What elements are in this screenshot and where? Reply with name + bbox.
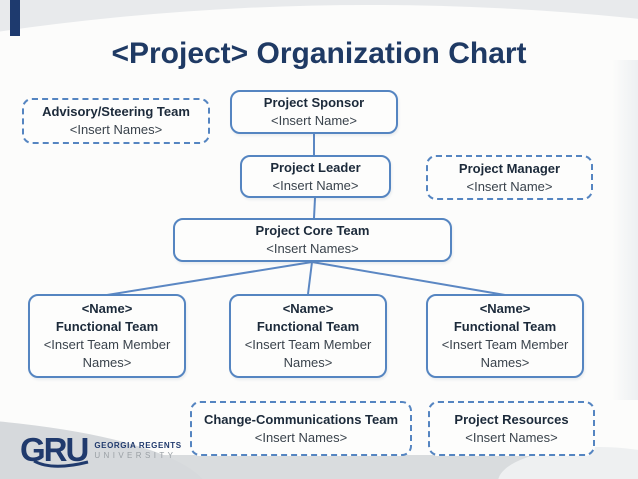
- org-box-project-core-team: Project Core Team <Insert Names>: [173, 218, 452, 262]
- background-right-tint: [612, 60, 638, 400]
- box-subtitle: <Insert Name>: [272, 177, 359, 193]
- org-box-project-manager: Project Manager <Insert Name>: [426, 155, 593, 200]
- box-subtitle: <Insert Names>: [465, 429, 558, 445]
- box-title: <Name>: [282, 301, 334, 316]
- org-box-project-leader: Project Leader <Insert Name>: [240, 155, 391, 198]
- box-title-2: Functional Team: [256, 319, 360, 334]
- box-title-2: Functional Team: [55, 319, 159, 334]
- org-box-advisory-steering-team: Advisory/Steering Team <Insert Names>: [22, 98, 210, 144]
- logo-acronym: GRU: [20, 431, 89, 468]
- org-box-functional-team-right: <Name> Functional Team <Insert Team Memb…: [426, 294, 584, 378]
- box-subtitle: <Insert Team Member Names>: [441, 337, 569, 370]
- box-title: Project Leader: [270, 159, 361, 175]
- box-subtitle: <Insert Name>: [466, 178, 553, 194]
- box-title: Project Sponsor: [263, 95, 365, 110]
- box-subtitle: <Insert Team Member Names>: [43, 337, 171, 370]
- box-title: Project Manager: [458, 160, 561, 176]
- box-title: <Name>: [81, 301, 133, 316]
- page-title: <Project> Organization Chart: [111, 37, 527, 70]
- logo-institution-type: UNIVERSITY: [94, 451, 177, 460]
- org-box-project-resources: Project Resources <Insert Names>: [428, 401, 595, 456]
- box-subtitle: <Insert Team Member Names>: [244, 337, 372, 370]
- university-logo: GRU GEORGIA REGENTS UNIVERSITY: [20, 431, 182, 468]
- org-box-functional-team-left: <Name> Functional Team <Insert Team Memb…: [28, 294, 186, 378]
- slide-accent-bar: [10, 0, 20, 36]
- box-title: Advisory/Steering Team: [42, 104, 190, 119]
- logo-swoosh-icon: [33, 459, 89, 468]
- logo-institution-name: GEORGIA REGENTS: [94, 441, 182, 450]
- logo-wordmark: GEORGIA REGENTS UNIVERSITY: [94, 438, 181, 461]
- org-box-functional-team-center: <Name> Functional Team <Insert Team Memb…: [229, 294, 387, 378]
- box-title: Change-Communications Team: [203, 411, 399, 427]
- org-box-change-communications-team: Change-Communications Team <Insert Names…: [190, 401, 412, 456]
- box-subtitle: <Insert Names>: [266, 241, 359, 256]
- box-subtitle: <Insert Names>: [69, 122, 163, 137]
- box-title-2: Functional Team: [453, 319, 557, 334]
- box-title: Project Resources: [454, 411, 569, 427]
- box-title: <Name>: [479, 301, 531, 316]
- box-title: Project Core Team: [255, 223, 370, 238]
- box-subtitle: <Insert Name>: [271, 113, 357, 128]
- org-box-project-sponsor: Project Sponsor <Insert Name>: [230, 90, 398, 134]
- box-subtitle: <Insert Names>: [254, 429, 348, 445]
